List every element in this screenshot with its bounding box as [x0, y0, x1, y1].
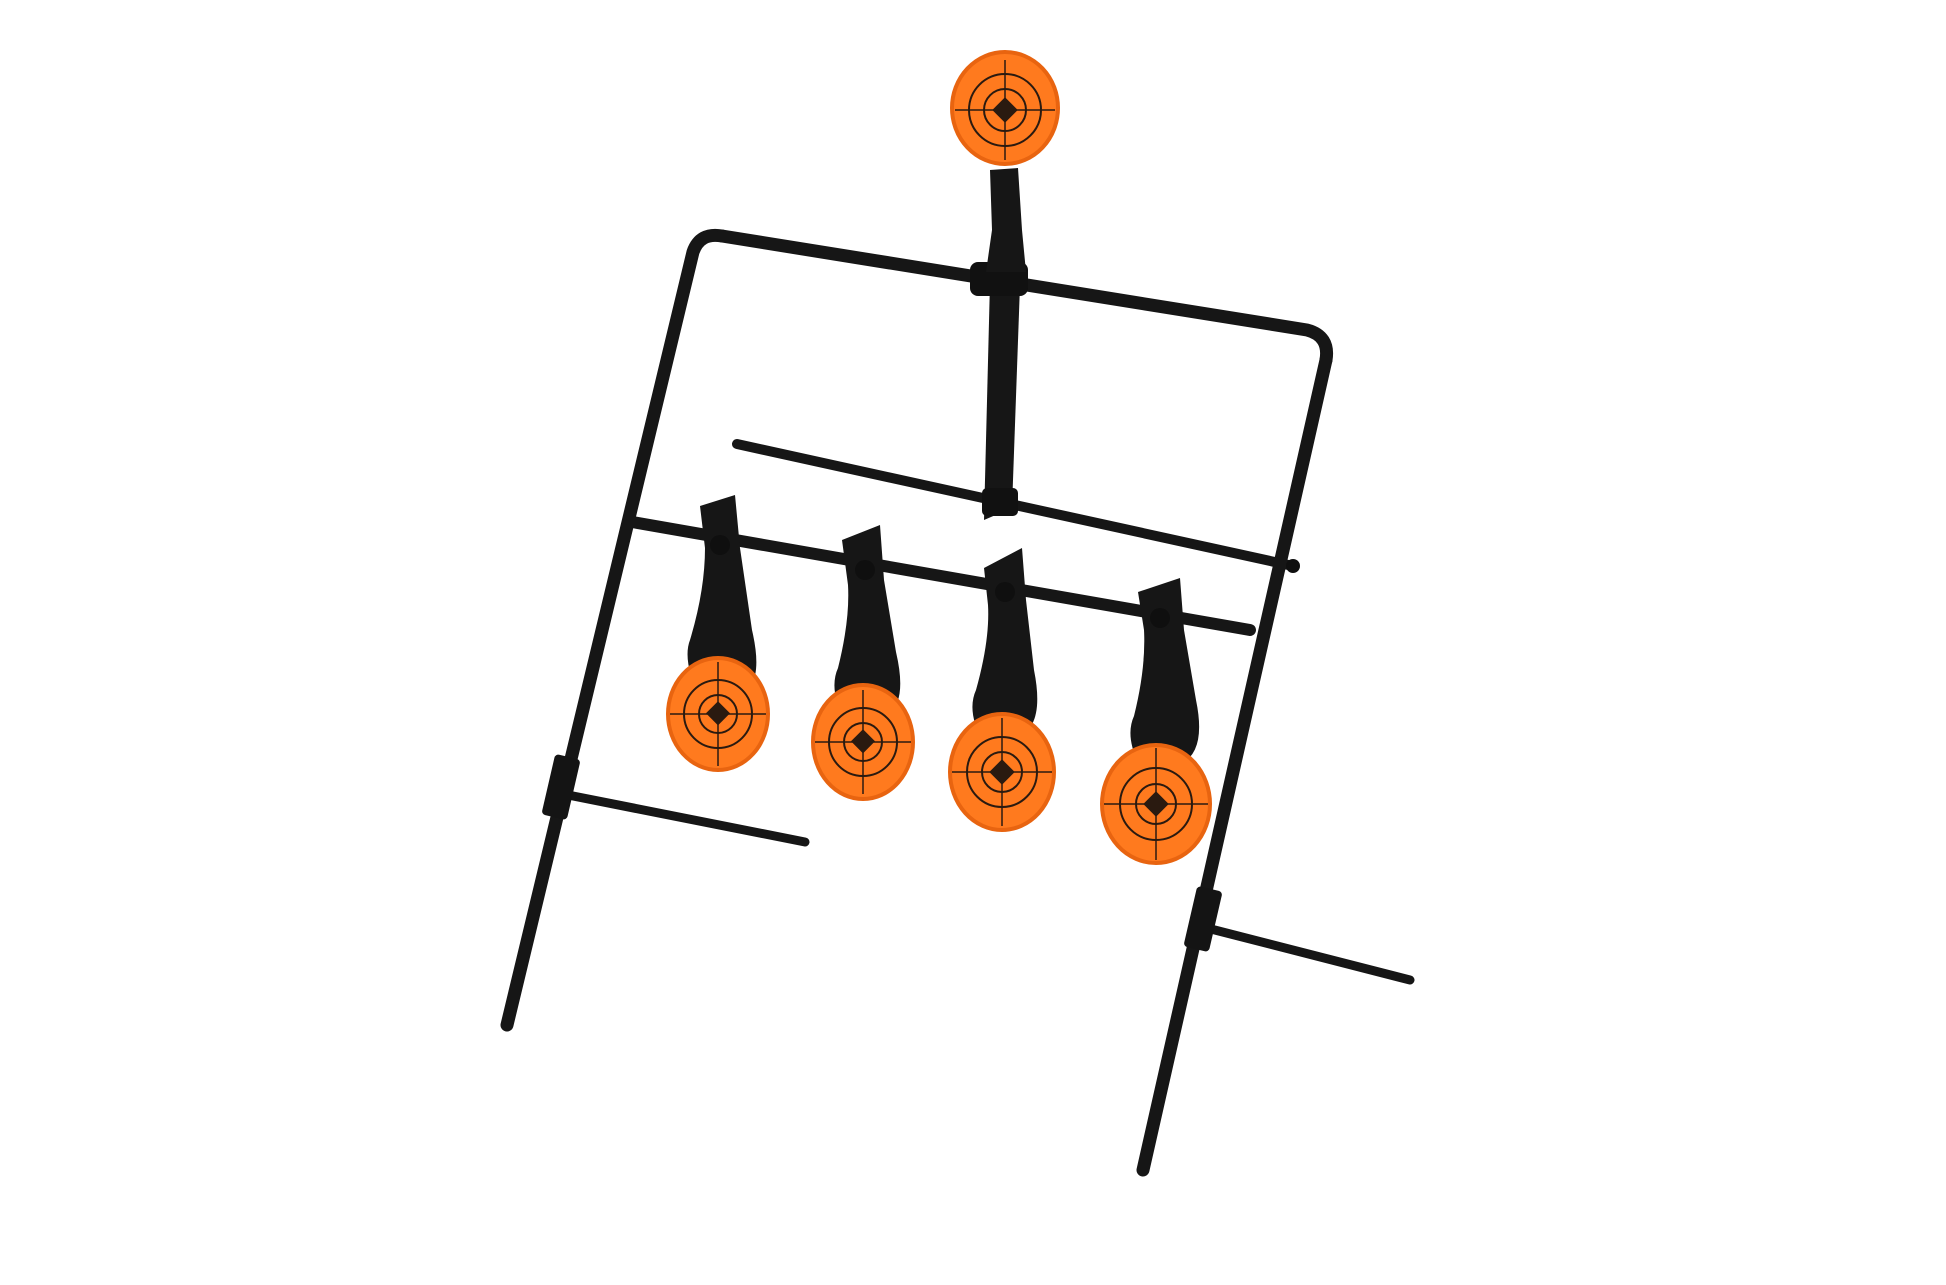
- bottom-paddle-2: [811, 525, 915, 801]
- center-hub: [970, 168, 1028, 520]
- bottom-paddle-3: [948, 548, 1056, 832]
- bottom-paddle-4-arm: [1130, 578, 1200, 770]
- bottom-paddle-3-center-diamond: [989, 759, 1015, 785]
- middle-hub: [982, 488, 1018, 516]
- right-ground-stake: [1202, 923, 1415, 985]
- left-leg-clamp: [542, 754, 580, 820]
- top-paddle: [950, 50, 1060, 166]
- rail-hub-4: [1150, 608, 1170, 628]
- leg-clamps: [542, 754, 1222, 952]
- rail-hub-2: [855, 560, 875, 580]
- bottom-paddle-3-arm: [972, 548, 1038, 744]
- top-paddle-neck: [986, 168, 1026, 272]
- rail-hub-1: [710, 535, 730, 555]
- bottom-paddle-4: [1100, 578, 1212, 865]
- top-paddle-center-diamond: [992, 97, 1018, 123]
- bottom-paddle-1-arm: [687, 495, 757, 700]
- bottom-paddle-2-arm: [834, 525, 901, 724]
- right-leg-clamp: [1184, 886, 1222, 952]
- bottom-paddle-1: [666, 495, 770, 772]
- frame-right-leg: [1136, 353, 1333, 1177]
- center-arm-plate: [984, 282, 1020, 520]
- left-ground-stake: [563, 790, 810, 847]
- reset-arm-end: [1286, 559, 1300, 573]
- rail-hub-3: [995, 582, 1015, 602]
- rail-hubs: [710, 535, 1300, 628]
